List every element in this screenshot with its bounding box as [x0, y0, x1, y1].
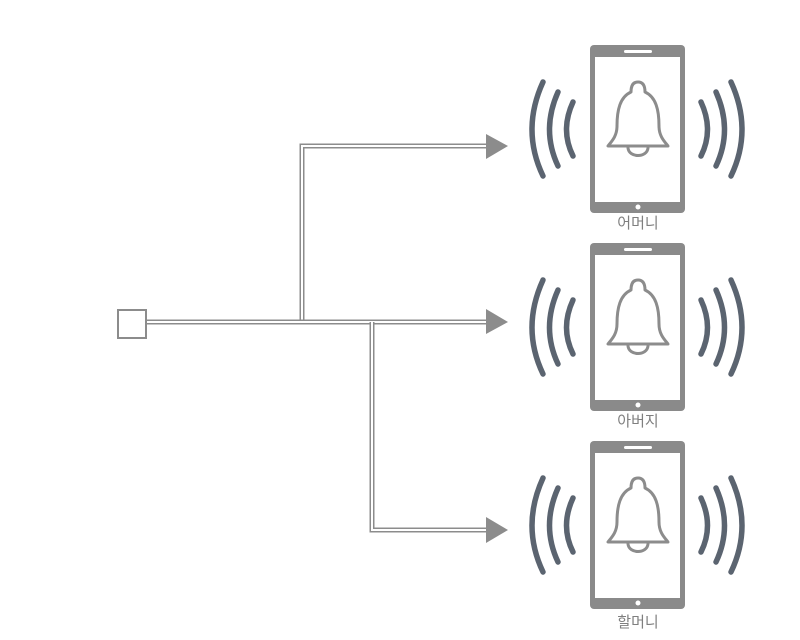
arrow-head-bottom-icon: [486, 517, 508, 543]
phone-speaker: [624, 446, 652, 449]
phone-label-father: 아버지: [617, 412, 658, 430]
phone-grandmother: 할머니: [529, 441, 745, 631]
phone-mother: 어머니: [529, 45, 745, 232]
phone-father: 아버지: [529, 243, 745, 430]
phones-group: 어머니 아버지: [529, 45, 745, 631]
phone-home-button: [635, 204, 641, 210]
phone-speaker: [624, 50, 652, 53]
connector-bottom-inner: [371, 322, 490, 531]
phone-screen: [595, 57, 680, 202]
phone-home-button: [635, 600, 641, 606]
bell-icon: [606, 278, 670, 355]
vibration-waves-right-icon: [698, 277, 745, 377]
connector-lines: [147, 134, 508, 543]
phone-screen: [595, 255, 680, 400]
vibration-waves-left-icon: [529, 475, 576, 575]
phone-home-button: [635, 402, 641, 408]
source-node: [117, 309, 147, 339]
bell-icon: [606, 80, 670, 157]
connector-top: [147, 143, 490, 325]
arrow-head-middle-icon: [486, 309, 508, 334]
connector-top-inner: [147, 145, 490, 323]
phone-speaker: [624, 248, 652, 251]
arrow-head-top-icon: [486, 134, 508, 159]
phone-screen: [595, 453, 680, 598]
bell-icon: [606, 476, 670, 553]
connector-bottom: [369, 322, 490, 533]
phone-label-mother: 어머니: [617, 214, 658, 232]
vibration-waves-left-icon: [529, 79, 576, 179]
vibration-waves-left-icon: [529, 277, 576, 377]
phone-label-grandmother: 할머니: [617, 613, 658, 631]
vibration-waves-right-icon: [698, 79, 745, 179]
vibration-waves-right-icon: [698, 475, 745, 575]
